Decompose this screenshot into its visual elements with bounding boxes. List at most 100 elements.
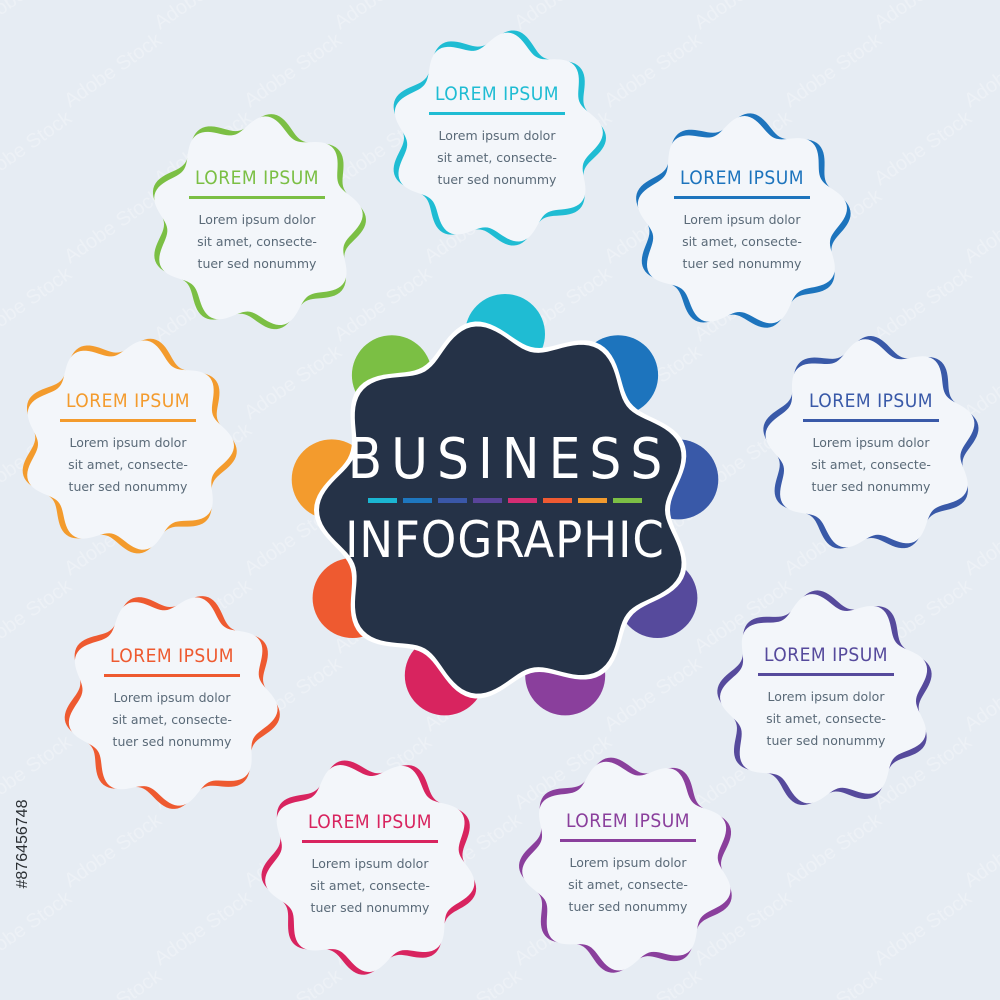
color-dash-row [285,498,725,503]
watermark-text: Adobe Stock [240,28,346,112]
step-title: LOREM IPSUM [679,167,805,189]
watermark-text: Adobe Stock [960,808,1000,892]
badge-inner-fill [394,32,603,242]
center-core [319,326,682,694]
step-text-line: tuer sed nonummy [682,256,802,271]
step-text-line: Lorem ipsum dolor [69,435,187,450]
badge-inner-fill [720,594,928,804]
step-title: LOREM IPSUM [65,390,191,412]
step-text-line: tuer sed nonummy [811,479,931,494]
color-dash [613,498,642,503]
watermark-text: Adobe Stock [960,184,1000,268]
center-scalloped-shape [291,294,719,716]
watermark-text: Adobe Stock [690,0,796,34]
watermark-text: Adobe Stock [150,0,256,34]
step-text-line: sit amet, consecte- [766,711,886,726]
step-text-line: tuer sed nonummy [112,734,232,749]
title-underline [302,840,438,843]
center-title-line1: BUSINESS [347,427,672,492]
badge-inner-fill [27,340,234,550]
stock-id-label: #876456748 [14,799,31,889]
title-underline [803,419,939,422]
badge-inner-fill [154,116,363,325]
step-text-line: Lorem ipsum dolor [311,856,429,871]
step-text-line: sit amet, consecte- [68,457,188,472]
scalloped-badge-shape [22,338,237,554]
color-dash [578,498,607,503]
step-title: LOREM IPSUM [763,644,889,666]
title-underline [189,196,325,199]
step-badge-top-right: LOREM IPSUM Lorem ipsum dolor sit amet, … [632,112,852,332]
scalloped-badge-shape [519,757,732,973]
scalloped-badge-shape [763,336,979,549]
step-text-line: Lorem ipsum dolor [812,435,930,450]
watermark-text: Adobe Stock [150,886,256,970]
color-dash [368,498,397,503]
step-badge-top: LOREM IPSUM Lorem ipsum dolor sit amet, … [387,28,607,248]
step-text-line: Lorem ipsum dolor [767,689,885,704]
step-title: LOREM IPSUM [307,811,433,833]
step-badge-bottom-center-right: LOREM IPSUM Lorem ipsum dolor sit amet, … [518,755,738,975]
scalloped-badge-shape [261,760,477,975]
badge-inner-fill [637,116,847,324]
watermark-text: Adobe Stock [0,262,77,346]
scalloped-badge-shape [717,590,932,806]
step-text-line: sit amet, consecte- [112,712,232,727]
title-underline [60,419,196,422]
title-underline [560,839,696,842]
scalloped-badge-shape [393,30,606,246]
step-text-line: tuer sed nonummy [197,256,317,271]
watermark-text: Adobe Stock [780,964,886,1000]
step-text-line: sit amet, consecte- [197,234,317,249]
step-text-line: sit amet, consecte- [568,877,688,892]
title-underline [429,112,565,115]
badge-inner-fill [522,761,731,971]
title-underline [758,673,894,676]
color-dash [543,498,572,503]
watermark-text: Adobe Stock [0,886,77,970]
step-badge-bottom-left: LOREM IPSUM Lorem ipsum dolor sit amet, … [62,590,282,810]
color-dash [438,498,467,503]
watermark-text: Adobe Stock [780,28,886,112]
step-text-line: tuer sed nonummy [437,172,557,187]
watermark-text: Adobe Stock [60,28,166,112]
step-title: LOREM IPSUM [808,390,934,412]
color-dash [403,498,432,503]
step-badge-left: LOREM IPSUM Lorem ipsum dolor sit amet, … [18,335,238,555]
step-badge-right: LOREM IPSUM Lorem ipsum dolor sit amet, … [761,335,981,555]
step-badge-bottom-right: LOREM IPSUM Lorem ipsum dolor sit amet, … [716,589,936,809]
step-text-line: sit amet, consecte- [310,878,430,893]
watermark-text: Adobe Stock [600,28,706,112]
watermark-text: Adobe Stock [870,106,976,190]
step-text-line: Lorem ipsum dolor [569,855,687,870]
watermark-text: Adobe Stock [960,652,1000,736]
scalloped-badge-shape [64,596,280,809]
watermark-text: Adobe Stock [60,808,166,892]
watermark-text: Adobe Stock [960,964,1000,1000]
step-text-line: sit amet, consecte- [437,150,557,165]
color-dash [473,498,502,503]
scalloped-badge-shape [636,113,851,328]
step-title: LOREM IPSUM [109,645,235,667]
watermark-text: Adobe Stock [870,262,976,346]
step-title: LOREM IPSUM [434,83,560,105]
center-badge: BUSINESS INFOGRAPHIC [285,290,725,730]
step-text-line: Lorem ipsum dolor [113,690,231,705]
step-text-line: tuer sed nonummy [310,900,430,915]
step-title: LOREM IPSUM [194,167,320,189]
step-text-line: Lorem ipsum dolor [198,212,316,227]
step-text-line: sit amet, consecte- [811,457,931,472]
step-badge-bottom-center-left: LOREM IPSUM Lorem ipsum dolor sit amet, … [260,756,480,976]
watermark-text: Adobe Stock [780,808,886,892]
badge-inner-fill [68,597,278,806]
step-text-line: Lorem ipsum dolor [438,128,556,143]
watermark-text: Adobe Stock [0,106,77,190]
step-text-line: tuer sed nonummy [766,733,886,748]
center-title-line2: INFOGRAPHIC [345,511,665,569]
step-badge-top-left: LOREM IPSUM Lorem ipsum dolor sit amet, … [147,112,367,332]
badge-inner-fill [265,765,475,972]
watermark-text: Adobe Stock [870,0,976,34]
badge-inner-fill [765,339,975,548]
title-underline [674,196,810,199]
